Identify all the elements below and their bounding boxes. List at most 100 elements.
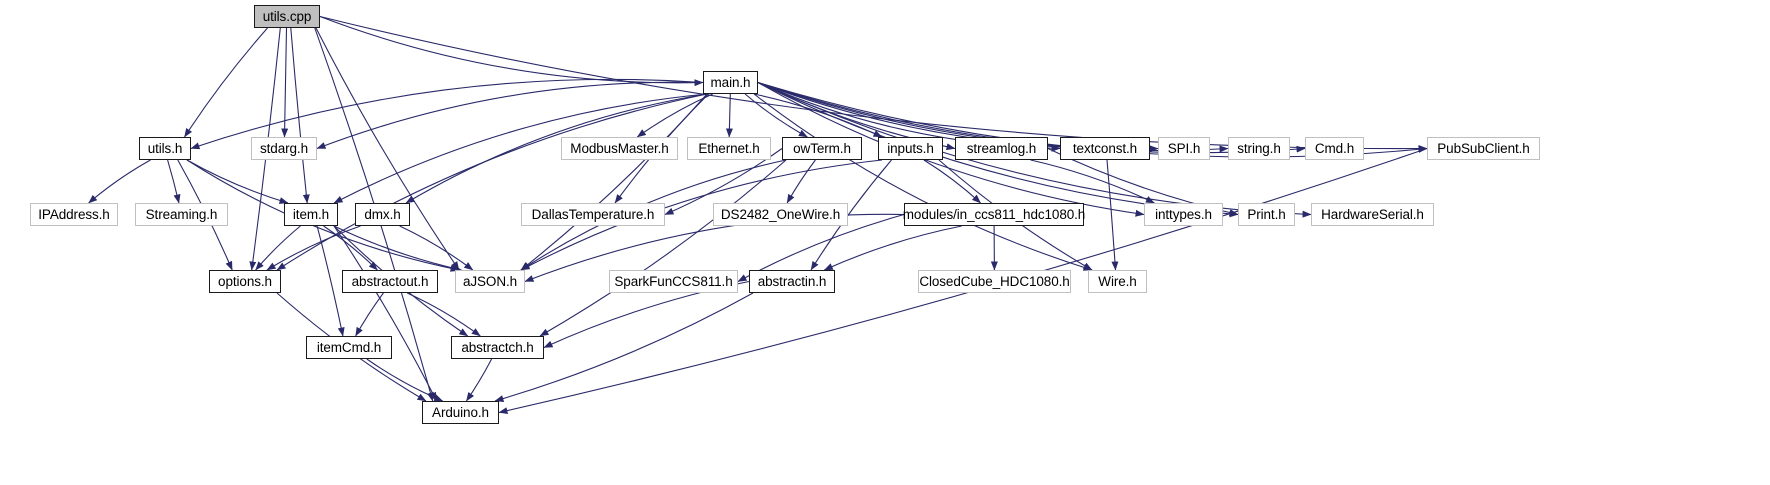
- edge-main-h-to-HardwareSerial-h: [757, 81, 1312, 218]
- edge-utils-h-to-Streaming-h: [167, 159, 181, 204]
- node-SparkFunCCS811-h[interactable]: SparkFunCCS811.h: [609, 270, 738, 293]
- node-label: owTerm.h: [793, 140, 851, 156]
- edge-main-h-to-utils-h: [190, 78, 704, 150]
- node-stdarg-h[interactable]: stdarg.h: [251, 137, 317, 160]
- edge-utils-cpp-to-item-h: [290, 27, 310, 204]
- node-ModbusMaster-h[interactable]: ModbusMaster.h: [561, 137, 678, 160]
- node-label: inputs.h: [887, 140, 934, 156]
- edge-dmx-h-to-options-h: [266, 225, 361, 271]
- node-label: ClosedCube_HDC1080.h: [919, 273, 1070, 289]
- edge-inputs-h-to-abstractin-h: [810, 159, 892, 271]
- edge-abstractout-h-to-itemCmd-h: [355, 292, 384, 337]
- edge-item-h-to-itemCmd-h: [316, 225, 345, 337]
- node-inputs-h[interactable]: inputs.h: [878, 137, 943, 160]
- edge-main-h-to-Wire-h: [753, 93, 1093, 271]
- edge-dmx-h-to-aJSON-h: [399, 225, 474, 271]
- edge-main-h-to-Ethernet-h: [725, 93, 733, 138]
- node-label: HardwareSerial.h: [1321, 206, 1424, 222]
- edge-utils-cpp-to-main-h: [319, 15, 704, 87]
- node-utils-h[interactable]: utils.h: [139, 137, 191, 160]
- node-label: Arduino.h: [432, 404, 489, 420]
- node-modules-in-ccs811[interactable]: modules/in_ccs811_hdc1080.h: [902, 203, 1086, 226]
- node-ClosedCube-HDC1080-h[interactable]: ClosedCube_HDC1080.h: [918, 270, 1071, 293]
- node-label: Cmd.h: [1314, 140, 1355, 156]
- node-main-h[interactable]: main.h: [703, 71, 758, 94]
- edge-owTerm-h-to-abstractch-h: [539, 159, 787, 337]
- edge-item-h-to-Arduino-h: [333, 225, 438, 402]
- node-HardwareSerial-h[interactable]: HardwareSerial.h: [1311, 203, 1434, 226]
- node-label: abstractout.h: [351, 273, 429, 289]
- node-label: utils.cpp: [262, 8, 312, 24]
- node-textconst-h[interactable]: textconst.h: [1060, 137, 1150, 160]
- edge-modules-in-ccs811-to-abstractin-h: [823, 225, 962, 271]
- edge-abstractin-h-to-Arduino-h: [494, 292, 754, 402]
- node-label: modules/in_ccs811_hdc1080.h: [902, 206, 1086, 222]
- node-abstractin-h[interactable]: abstractin.h: [749, 270, 835, 293]
- node-Arduino-h[interactable]: Arduino.h: [422, 401, 499, 424]
- node-label: aJSON.h: [462, 273, 518, 289]
- node-Ethernet-h[interactable]: Ethernet.h: [687, 137, 771, 160]
- node-IPAddress-h[interactable]: IPAddress.h: [30, 203, 118, 226]
- edge-main-h-to-owTerm-h: [744, 93, 808, 138]
- node-label: SparkFunCCS811.h: [614, 273, 733, 289]
- node-abstractout-h[interactable]: abstractout.h: [342, 270, 438, 293]
- edge-main-h-to-stdarg-h: [316, 81, 704, 150]
- edge-main-h-to-item-h: [333, 93, 708, 204]
- edge-abstractout-h-to-abstractch-h: [406, 292, 481, 337]
- node-abstractch-h[interactable]: abstractch.h: [451, 336, 544, 359]
- node-label: dmx.h: [364, 206, 401, 222]
- edge-main-h-to-dmx-h: [405, 93, 708, 204]
- edge-modules-in-ccs811-to-aJSON-h: [524, 213, 905, 283]
- node-label: item.h: [292, 206, 330, 222]
- node-owTerm-h[interactable]: owTerm.h: [782, 137, 862, 160]
- edge-utils-cpp-to-utils-h: [184, 27, 268, 138]
- edge-main-h-to-inttypes-h: [757, 82, 1145, 217]
- edge-utils-cpp-to-stdarg-h: [281, 27, 289, 138]
- node-dmx-h[interactable]: dmx.h: [355, 203, 410, 226]
- node-itemCmd-h[interactable]: itemCmd.h: [306, 336, 392, 359]
- node-label: DallasTemperature.h: [531, 206, 655, 222]
- edge-main-h-to-aJSON-h: [520, 93, 708, 271]
- edge-item-h-to-options-h: [255, 225, 301, 271]
- edge-utils-cpp-to-aJSON-h: [315, 27, 460, 271]
- edge-inputs-h-to-modules-in-ccs811: [923, 159, 981, 204]
- node-item-h[interactable]: item.h: [284, 203, 338, 226]
- edge-item-h-to-abstractout-h: [323, 225, 378, 271]
- edge-utils-h-to-IPAddress-h: [88, 159, 151, 204]
- node-label: abstractin.h: [757, 273, 827, 289]
- node-label: SPI.h: [1167, 140, 1201, 156]
- edge-inputs-h-to-aJSON-h: [520, 159, 883, 271]
- node-aJSON-h[interactable]: aJSON.h: [455, 270, 525, 293]
- node-streamlog-h[interactable]: streamlog.h: [955, 137, 1048, 160]
- edge-textconst-h-to-Wire-h: [1106, 159, 1119, 271]
- node-Wire-h[interactable]: Wire.h: [1088, 270, 1147, 293]
- edge-streamlog-h-to-inttypes-h: [1030, 159, 1155, 204]
- node-label: inttypes.h: [1155, 206, 1212, 222]
- edge-itemCmd-h-to-Arduino-h: [366, 358, 444, 402]
- node-label: abstractch.h: [461, 339, 534, 355]
- node-Cmd-h[interactable]: Cmd.h: [1305, 137, 1364, 160]
- edge-owTerm-h-to-aJSON-h: [520, 159, 787, 271]
- edge-PubSubClient-h-to-Arduino-h: [498, 147, 1428, 415]
- node-options-h[interactable]: options.h: [209, 270, 281, 293]
- node-string-h[interactable]: string.h: [1228, 137, 1290, 160]
- node-PubSubClient-h[interactable]: PubSubClient.h: [1427, 137, 1540, 160]
- node-label: itemCmd.h: [316, 339, 382, 355]
- node-DallasTemperature-h[interactable]: DallasTemperature.h: [521, 203, 665, 226]
- node-SPI-h[interactable]: SPI.h: [1158, 137, 1210, 160]
- node-label: Streaming.h: [145, 206, 218, 222]
- edge-utils-cpp-to-PubSubClient-h: [319, 15, 1428, 153]
- node-utils-cpp[interactable]: utils.cpp: [254, 5, 320, 28]
- node-Print-h[interactable]: Print.h: [1238, 203, 1295, 226]
- node-inttypes-h[interactable]: inttypes.h: [1144, 203, 1223, 226]
- node-label: stdarg.h: [260, 140, 308, 156]
- node-DS2482-OneWire-h[interactable]: DS2482_OneWire.h: [713, 203, 848, 226]
- node-label: IPAddress.h: [38, 206, 110, 222]
- edge-utils-h-to-item-h: [186, 159, 289, 204]
- node-label: ModbusMaster.h: [570, 140, 669, 156]
- node-label: string.h: [1237, 140, 1281, 156]
- edge-item-h-to-aJSON-h: [333, 225, 462, 272]
- node-Streaming-h[interactable]: Streaming.h: [135, 203, 228, 226]
